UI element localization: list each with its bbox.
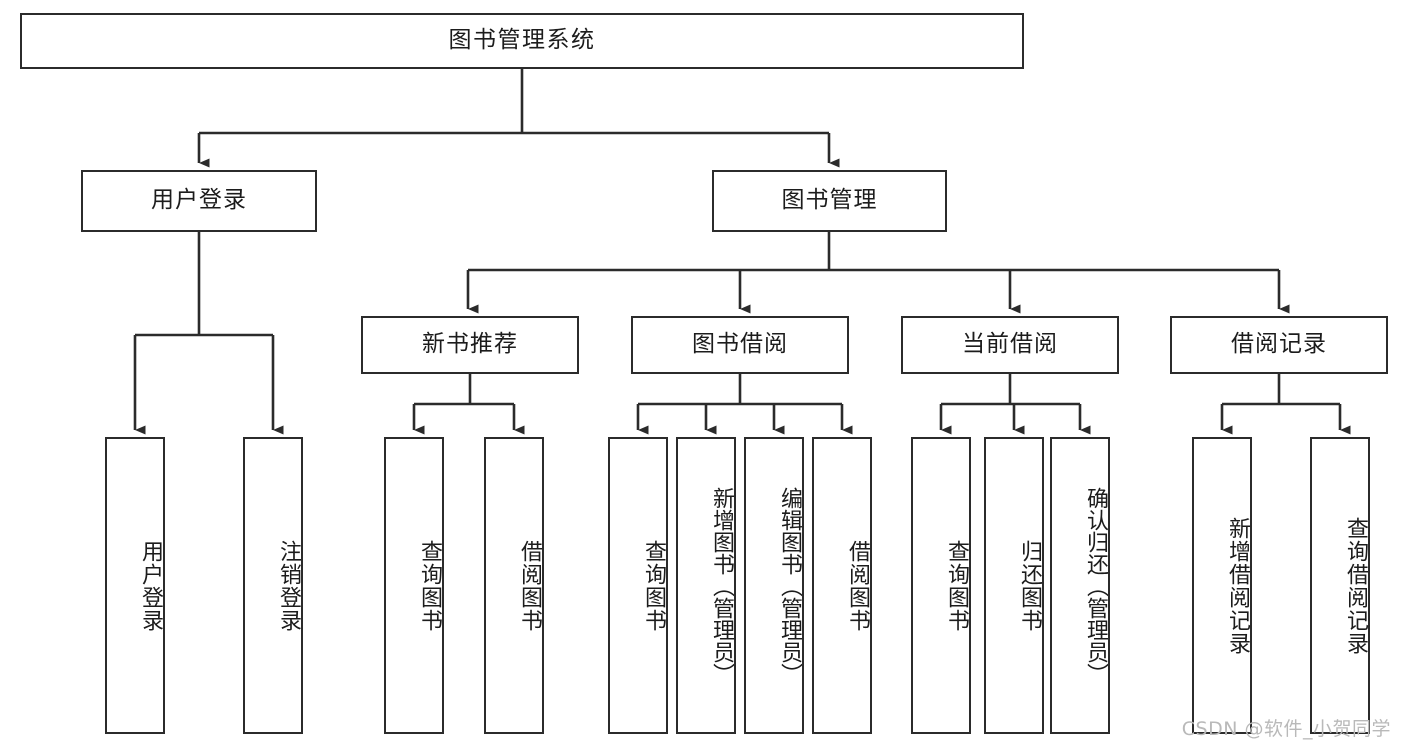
leaf-node-logout[interactable]: 注销登录 — [243, 437, 303, 734]
leaf-node-query-book-current[interactable]: 查询图书 — [911, 437, 971, 734]
leaf-node-query-book-new[interactable]: 查询图书 — [384, 437, 444, 734]
node-current-borrowing[interactable]: 当前借阅 — [901, 316, 1119, 374]
leaf-label: 查询图书 — [417, 539, 442, 632]
leaf-node-borrow-book-new[interactable]: 借阅图书 — [484, 437, 544, 734]
leaf-label: 归还图书 — [1017, 539, 1042, 632]
leaf-label: 编辑图书（管理员） — [777, 486, 802, 685]
leaf-label: 查询借阅记录 — [1343, 516, 1368, 655]
leaf-label: 借阅图书 — [517, 539, 542, 632]
node-root-system[interactable]: 图书管理系统 — [20, 13, 1024, 69]
leaf-node-query-borrow-record[interactable]: 查询借阅记录 — [1310, 437, 1370, 734]
leaf-node-add-borrow-record[interactable]: 新增借阅记录 — [1192, 437, 1252, 734]
leaf-label: 新增借阅记录 — [1225, 516, 1250, 655]
node-book-borrowing[interactable]: 图书借阅 — [631, 316, 849, 374]
node-new-book-recommendation[interactable]: 新书推荐 — [361, 316, 579, 374]
leaf-label: 查询图书 — [944, 539, 969, 632]
leaf-label: 借阅图书 — [845, 539, 870, 632]
node-borrowing-record[interactable]: 借阅记录 — [1170, 316, 1388, 374]
leaf-node-borrow-book[interactable]: 借阅图书 — [812, 437, 872, 734]
node-book-management[interactable]: 图书管理 — [712, 170, 947, 232]
leaf-label: 用户登录 — [138, 539, 163, 632]
leaf-node-add-book-admin[interactable]: 新增图书（管理员） — [676, 437, 736, 734]
leaf-label: 确认归还（管理员） — [1083, 486, 1108, 685]
leaf-label: 查询图书 — [641, 539, 666, 632]
leaf-node-edit-book-admin[interactable]: 编辑图书（管理员） — [744, 437, 804, 734]
leaf-node-user-login[interactable]: 用户登录 — [105, 437, 165, 734]
leaf-label: 注销登录 — [276, 539, 301, 632]
leaf-node-confirm-return-admin[interactable]: 确认归还（管理员） — [1050, 437, 1110, 734]
watermark-credit: CSDN @软件_小贺同学 — [1181, 718, 1391, 740]
node-user-login[interactable]: 用户登录 — [81, 170, 317, 232]
leaf-node-query-book-borrow[interactable]: 查询图书 — [608, 437, 668, 734]
leaf-node-return-book[interactable]: 归还图书 — [984, 437, 1044, 734]
leaf-label: 新增图书（管理员） — [709, 486, 734, 685]
